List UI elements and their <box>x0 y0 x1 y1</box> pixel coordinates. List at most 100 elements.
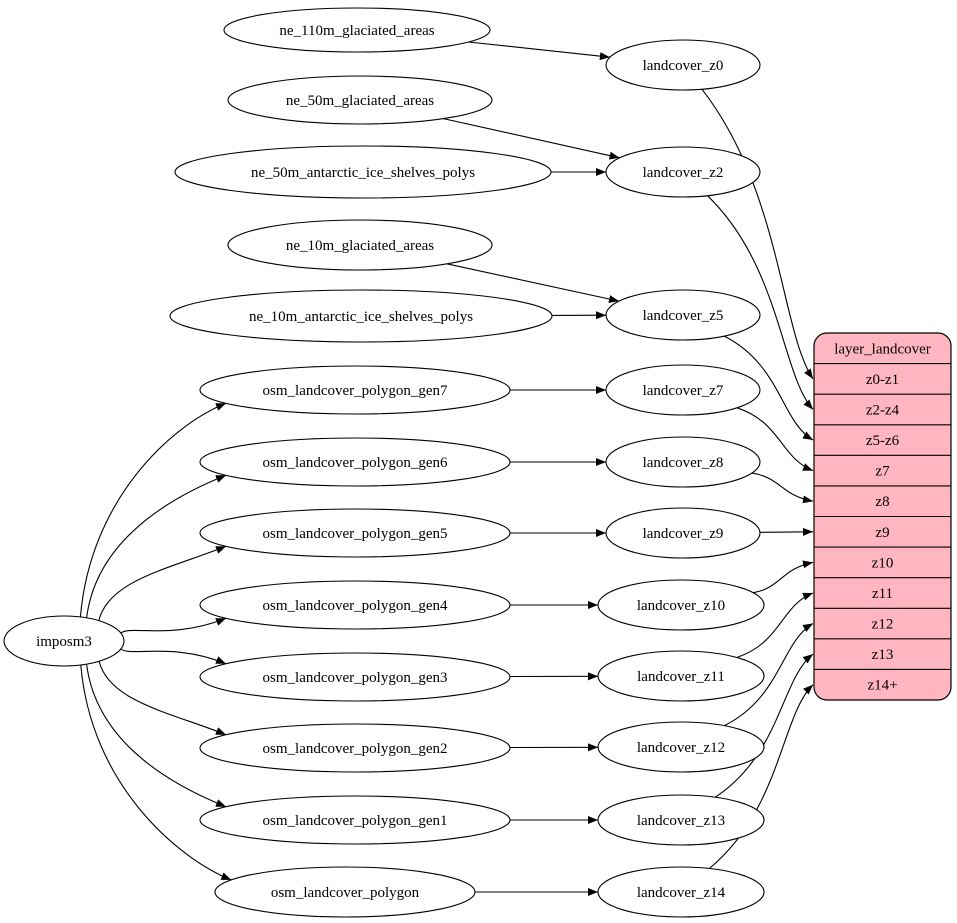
record-row-label: z2-z4 <box>866 403 900 419</box>
node-label-osm_landcover_polygon_gen3: osm_landcover_polygon_gen3 <box>263 670 448 686</box>
record-row-z2-z4: z2-z4 <box>866 403 900 419</box>
node-ellipse-landcover_z10 <box>597 579 765 631</box>
node-landcover_z2: landcover_z2 <box>605 146 761 198</box>
node-ellipse-ne_10m_glaciated_areas <box>227 219 493 271</box>
edge-imposm3-to-osm_landcover_polygon_gen2 <box>98 661 227 736</box>
record-row-label: z5-z6 <box>866 433 900 449</box>
record-layer-landcover: layer_landcoverz0-z1z2-z4z5-z6z7z8z9z10z… <box>813 332 952 701</box>
node-ellipse-landcover_z13 <box>597 794 765 846</box>
edge-landcover_z2-to-z2-z4 <box>707 195 814 410</box>
node-ellipse-landcover_z14 <box>597 866 765 918</box>
node-ellipse-landcover_z5 <box>605 289 761 341</box>
node-ellipse-landcover_z12 <box>597 721 765 773</box>
node-ellipse-osm_landcover_polygon_gen4 <box>199 580 511 630</box>
node-label-ne_10m_antarctic_ice_shelves_polys: ne_10m_antarctic_ice_shelves_polys <box>249 309 473 325</box>
record-row-label: z12 <box>872 617 894 633</box>
edge-landcover_z10-to-z10 <box>753 560 814 594</box>
node-label-osm_landcover_polygon_gen1: osm_landcover_polygon_gen1 <box>263 813 448 829</box>
node-ellipse-imposm3 <box>3 615 125 667</box>
node-ellipse-osm_landcover_polygon_gen5 <box>199 508 511 558</box>
node-label-landcover_z12: landcover_z12 <box>637 740 725 756</box>
node-ellipse-landcover_z8 <box>605 436 761 488</box>
node-label-ne_50m_antarctic_ice_shelves_polys: ne_50m_antarctic_ice_shelves_polys <box>251 165 475 181</box>
node-ellipse-osm_landcover_polygon_gen2 <box>199 723 511 773</box>
node-landcover_z0: landcover_z0 <box>605 39 761 91</box>
node-osm_landcover_polygon_gen2: osm_landcover_polygon_gen2 <box>199 723 511 773</box>
node-label-ne_50m_glaciated_areas: ne_50m_glaciated_areas <box>286 93 434 109</box>
node-ne_50m_glaciated_areas: ne_50m_glaciated_areas <box>227 75 493 125</box>
node-landcover_z8: landcover_z8 <box>605 436 761 488</box>
edge-landcover_z7-to-z7 <box>736 407 814 472</box>
node-ellipse-osm_landcover_polygon_gen7 <box>199 365 511 415</box>
edge-ne_10m_glaciated_areas-to-landcover_z5 <box>446 263 620 303</box>
node-osm_landcover_polygon_gen5: osm_landcover_polygon_gen5 <box>199 508 511 558</box>
edge-imposm3-to-osm_landcover_polygon_gen4 <box>120 617 227 634</box>
node-label-landcover_z5: landcover_z5 <box>643 308 724 324</box>
node-osm_landcover_polygon_gen4: osm_landcover_polygon_gen4 <box>199 580 511 630</box>
edge-imposm3-to-osm_landcover_polygon_gen6 <box>86 474 227 618</box>
edge-landcover_z9-to-z9 <box>759 527 814 536</box>
node-landcover_z9: landcover_z9 <box>605 507 761 559</box>
node-landcover_z14: landcover_z14 <box>597 866 765 918</box>
record-row-z14+: z14+ <box>867 678 897 694</box>
node-label-osm_landcover_polygon_gen4: osm_landcover_polygon_gen4 <box>263 598 448 614</box>
node-ne_50m_antarctic_ice_shelves_polys: ne_50m_antarctic_ice_shelves_polys <box>174 145 552 199</box>
node-label-ne_10m_glaciated_areas: ne_10m_glaciated_areas <box>286 238 434 254</box>
edge-landcover_z5-to-z5-z6 <box>724 335 814 441</box>
edge-imposm3-to-osm_landcover_polygon_gen7 <box>79 402 227 618</box>
node-landcover_z12: landcover_z12 <box>597 721 765 773</box>
node-label-landcover_z0: landcover_z0 <box>643 58 724 74</box>
record-row-z13: z13 <box>872 647 894 663</box>
node-label-landcover_z7: landcover_z7 <box>643 383 724 399</box>
node-landcover_z11: landcover_z11 <box>597 650 765 702</box>
node-ne_10m_antarctic_ice_shelves_polys: ne_10m_antarctic_ice_shelves_polys <box>169 289 553 343</box>
record-row-z5-z6: z5-z6 <box>866 433 900 449</box>
node-landcover_z7: landcover_z7 <box>605 364 761 416</box>
edge-landcover_z11-to-z11 <box>736 592 814 659</box>
edge-landcover_z8-to-z8 <box>752 472 814 504</box>
node-ellipse-osm_landcover_polygon_gen6 <box>199 437 511 487</box>
record-row-z8: z8 <box>875 494 889 510</box>
node-landcover_z5: landcover_z5 <box>605 289 761 341</box>
edge-ne_110m_glaciated_areas-to-landcover_z0 <box>468 41 610 61</box>
node-ellipse-osm_landcover_polygon_gen1 <box>199 795 511 845</box>
record-row-z12: z12 <box>872 617 894 633</box>
record-row-label: z10 <box>872 555 894 571</box>
node-ellipse-ne_110m_glaciated_areas <box>223 7 491 53</box>
record-row-label: z9 <box>875 525 889 541</box>
record-row-label: z0-z1 <box>866 372 899 388</box>
node-label-landcover_z14: landcover_z14 <box>637 885 726 901</box>
node-label-osm_landcover_polygon_gen7: osm_landcover_polygon_gen7 <box>263 383 448 399</box>
node-ellipse-landcover_z7 <box>605 364 761 416</box>
record-title: layer_landcover <box>834 341 931 357</box>
edge-imposm3-to-osm_landcover_polygon_gen3 <box>120 648 227 665</box>
record-row-z11: z11 <box>872 586 893 602</box>
node-label-osm_landcover_polygon_gen5: osm_landcover_polygon_gen5 <box>263 526 448 542</box>
node-landcover_z13: landcover_z13 <box>597 794 765 846</box>
edges-layer <box>79 41 814 896</box>
node-label-landcover_z9: landcover_z9 <box>643 526 724 542</box>
edge-landcover_z12-to-z12 <box>723 623 814 727</box>
edge-landcover_z13-to-z13 <box>714 653 814 798</box>
node-osm_landcover_polygon_gen3: osm_landcover_polygon_gen3 <box>199 652 511 702</box>
node-ellipse-ne_50m_antarctic_ice_shelves_polys <box>174 145 552 199</box>
node-ellipse-landcover_z2 <box>605 146 761 198</box>
node-label-imposm3: imposm3 <box>36 634 92 650</box>
node-label-landcover_z8: landcover_z8 <box>643 455 724 471</box>
node-ellipse-osm_landcover_polygon <box>214 866 476 918</box>
edge-landcover_z0-to-z0-z1 <box>701 88 814 380</box>
node-label-landcover_z2: landcover_z2 <box>643 165 724 181</box>
node-imposm3: imposm3 <box>3 615 125 667</box>
record-row-z10: z10 <box>872 555 894 571</box>
node-label-osm_landcover_polygon: osm_landcover_polygon <box>271 885 420 901</box>
node-ellipse-ne_10m_antarctic_ice_shelves_polys <box>169 289 553 343</box>
node-landcover_z10: landcover_z10 <box>597 579 765 631</box>
node-label-landcover_z11: landcover_z11 <box>637 669 725 685</box>
edge-imposm3-to-osm_landcover_polygon_gen1 <box>86 664 227 808</box>
node-ne_110m_glaciated_areas: ne_110m_glaciated_areas <box>223 7 491 53</box>
record-row-label: z8 <box>875 494 889 510</box>
record-row-z0-z1: z0-z1 <box>866 372 899 388</box>
node-ellipse-landcover_z11 <box>597 650 765 702</box>
node-ellipse-ne_50m_glaciated_areas <box>227 75 493 125</box>
